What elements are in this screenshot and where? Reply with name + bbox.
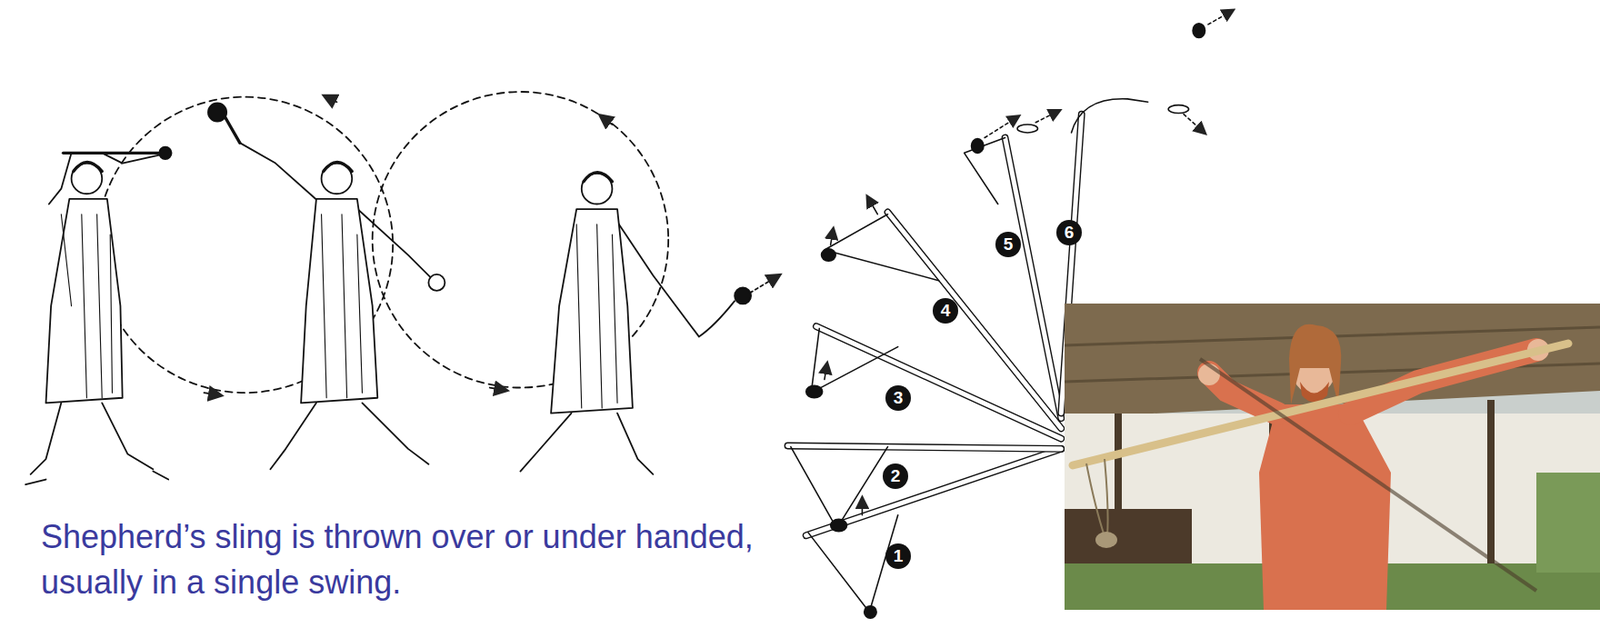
callout-number: 2	[882, 463, 909, 490]
caption-text: Shepherd’s sling is thrown over or under…	[40, 514, 769, 606]
callout-number: 3	[885, 385, 911, 411]
callout-number: 1	[885, 543, 911, 570]
callout-number: 5	[995, 231, 1021, 258]
callout-number: 4	[932, 298, 959, 324]
callout-number: 6	[1056, 220, 1082, 246]
